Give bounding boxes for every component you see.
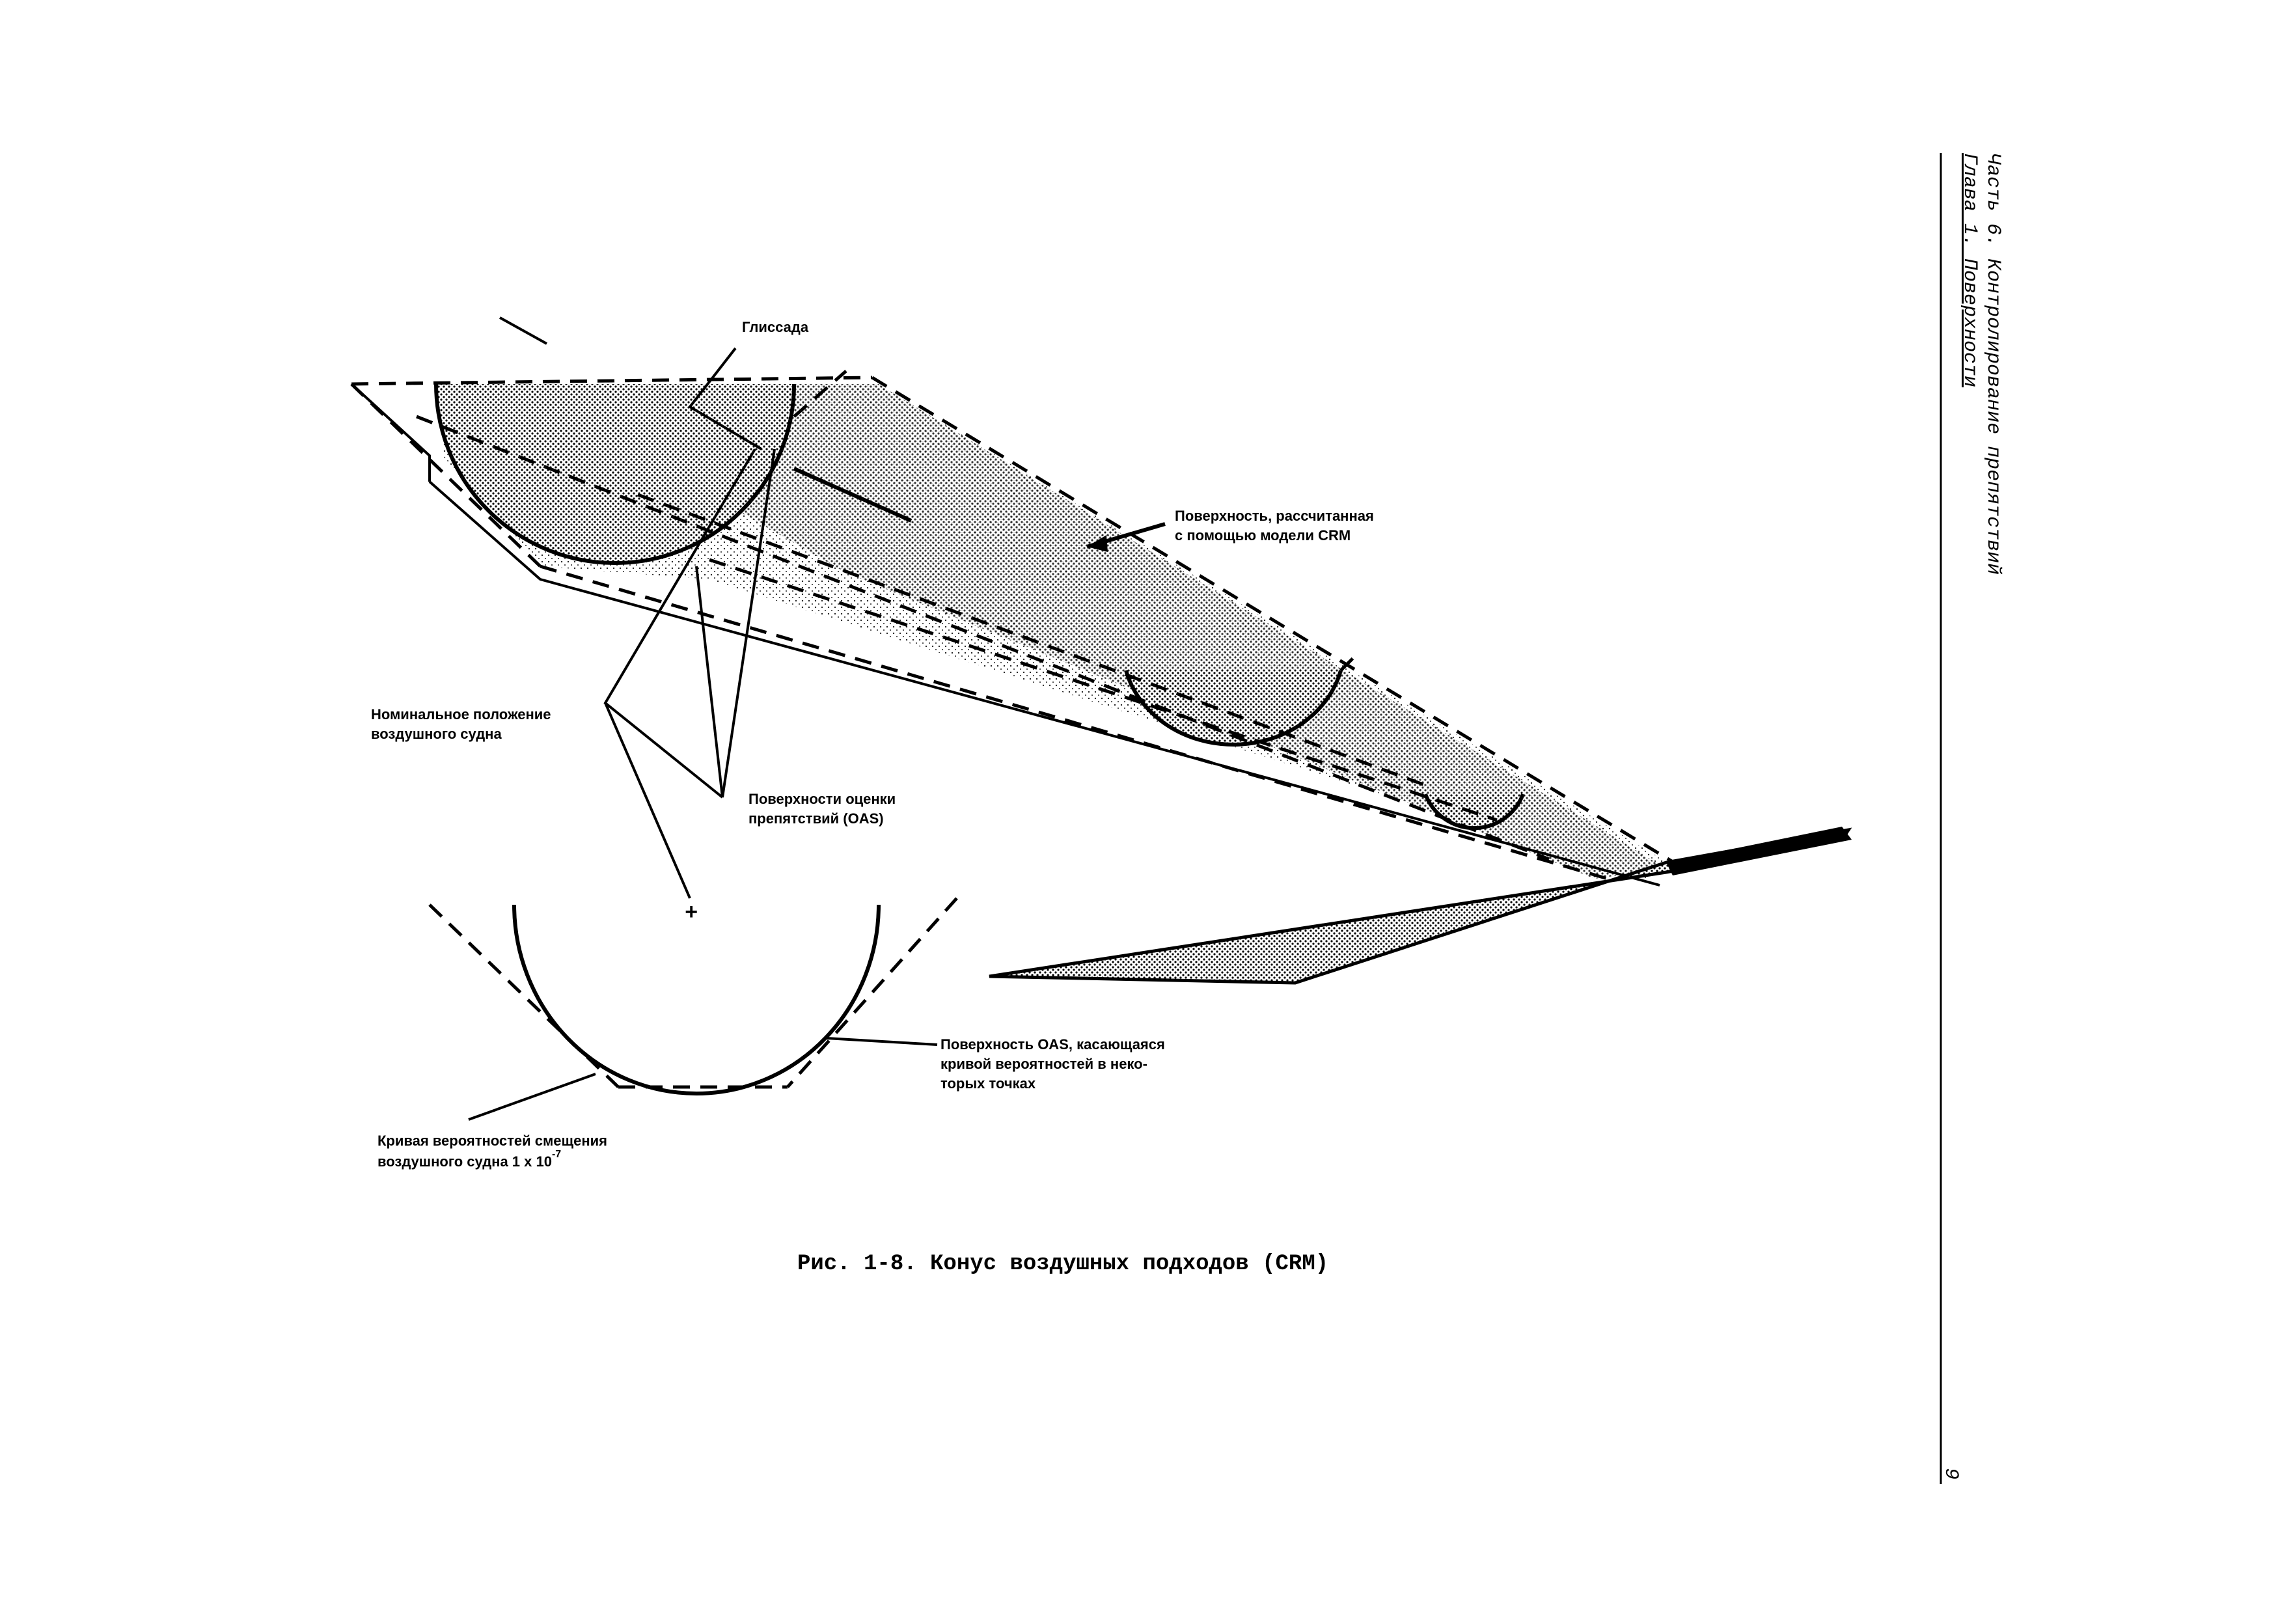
glide-path-label: Глиссада: [742, 319, 809, 335]
cone-horizontal-arrow: [793, 467, 913, 523]
page-number: 9: [1940, 1468, 1962, 1479]
runway-dark-end: [1666, 827, 1852, 875]
glide-path-leader: [688, 347, 763, 450]
rotated-header: Часть 6. Контролирование препятствий Гла…: [1958, 153, 2004, 575]
page-number-group: 9: [1940, 1468, 1962, 1479]
probability-curve: [512, 904, 881, 1095]
nominal-position-label-line2: воздушного судна: [371, 726, 502, 742]
oas-tangent-right: [786, 897, 958, 1088]
oas-arrow-1: [721, 448, 776, 798]
oas-slanted-line: [350, 383, 431, 482]
cone-vertical-tick-1: [793, 370, 847, 418]
oas-surfaces-label-line1: Поверхности оценки: [748, 791, 896, 807]
nominal-position-label-line1: Номинальное положение: [371, 706, 551, 723]
crm-surface-label-line1: Поверхность, рассчитанная: [1175, 508, 1374, 524]
nominal-position-marker: +: [685, 901, 698, 926]
oas-arrow-2: [695, 566, 724, 798]
cone-inner-line-2: [637, 493, 1433, 790]
crm-surface-label-line2: с помощью модели CRM: [1175, 527, 1351, 544]
oas-tangent-leader: [826, 1037, 938, 1046]
glide-path-stub: [499, 316, 547, 345]
oas-tangent-label-line1: Поверхность OAS, касающаяся: [940, 1036, 1165, 1053]
cone-inner-line-3: [709, 558, 1498, 822]
figure-caption: Рис. 1-8. Конус воздушных подходов (CRM): [797, 1252, 1328, 1276]
cross-section-arc-middle: [1124, 670, 1343, 747]
probability-curve-label-text: воздушного судна 1 x 10: [377, 1153, 552, 1170]
crm-surface-arrowhead: [1087, 535, 1108, 552]
runway-shape: [989, 827, 1852, 985]
header-part: Часть 6. Контролирование препятствий: [1982, 153, 2004, 575]
probability-curve-label-line2: воздушного судна 1 x 10-7: [377, 1149, 561, 1170]
cone-inner-line-1: [416, 415, 1550, 861]
cone-bottom-edge: [540, 564, 1608, 881]
oas-surfaces-label-line2: препятствий (OAS): [748, 810, 884, 827]
cone-vertical-tick-2: [1339, 656, 1355, 672]
oas-tangent-label-line2: кривой вероятностей в неко-: [940, 1056, 1147, 1072]
oas-tangent-label-line3: торых точках: [940, 1075, 1036, 1092]
cone-upper-right-edge: [871, 376, 1681, 868]
oas-lower-line: [428, 480, 1660, 887]
probability-curve-leader: [468, 1073, 596, 1121]
oas-tangent-left: [428, 903, 620, 1088]
probability-exponent: -7: [552, 1149, 561, 1160]
crm-cone-dense-shading: [709, 384, 1666, 879]
nominal-arrow: [604, 702, 691, 899]
header-chapter: Глава 1. Поверхности: [1958, 153, 1981, 387]
cone-top-edge: [351, 376, 873, 386]
probability-curve-label-line1: Кривая вероятностей смещения: [377, 1133, 607, 1149]
